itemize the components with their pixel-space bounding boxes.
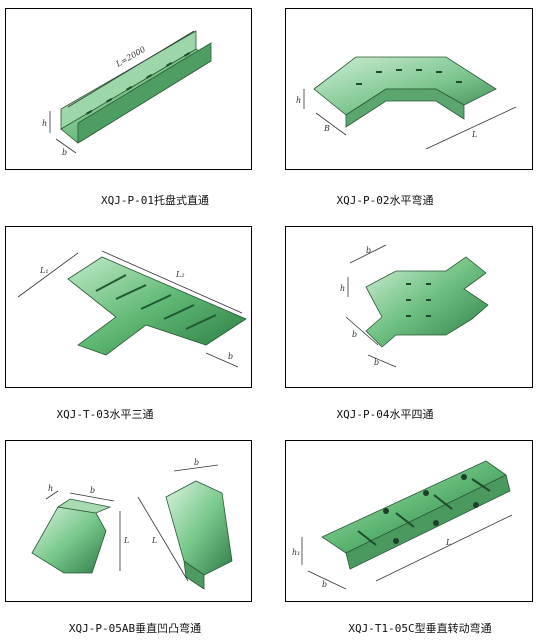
dim-d: b	[194, 458, 199, 467]
dim-width: B	[323, 124, 330, 133]
caption-horizontal-cross: XQJ-P-04水平四通	[336, 408, 434, 421]
dim-height: h₁	[292, 548, 300, 557]
caption-horizontal-elbow: XQJ-P-02水平弯通	[336, 194, 434, 207]
caption-straight: XQJ-P-01托盘式直通	[101, 194, 209, 207]
horizontal-cross-image: b h b b	[340, 244, 489, 368]
dim-length: L	[445, 538, 451, 547]
horizontal-tee-image: L₁ L₂ b	[17, 250, 247, 368]
caption-horizontal-tee: XQJ-T-03水平三通	[56, 408, 154, 421]
dim-a: b	[366, 246, 371, 255]
product-frame-straight: L=2000 h b	[5, 8, 252, 170]
caption-vertical-elbow: XQJ-P-05AB垂直凹凸弯通	[68, 622, 202, 635]
dim-d: b	[374, 358, 379, 367]
straight-tray-image: L=2000 h b	[42, 30, 212, 157]
dim-width: b	[62, 148, 67, 157]
dim-length: L	[471, 130, 477, 139]
dim-height: h	[42, 119, 47, 128]
product-frame-horizontal-cross: b h b b	[285, 226, 533, 388]
dim-length2: L₂	[175, 270, 185, 279]
dim-c: b	[352, 330, 357, 339]
dim-b: h	[340, 284, 345, 293]
horizontal-elbow-image: h B L	[296, 56, 517, 150]
product-frame-horizontal-tee: L₁ L₂ b	[5, 226, 252, 388]
dim-width: b	[228, 352, 233, 361]
dim-e: L	[151, 536, 157, 545]
product-frame-vertical-swivel: h₁ b L	[285, 440, 533, 602]
dim-width: b	[322, 580, 327, 589]
product-frame-horizontal-elbow: h B L	[285, 8, 533, 170]
dim-length1: L₁	[39, 266, 49, 275]
dim-c: L	[123, 536, 129, 545]
product-frame-vertical-elbow: h b L b L	[5, 440, 252, 602]
vertical-elbow-image: h b L b L	[31, 458, 233, 590]
vertical-swivel-image: h₁ b L	[292, 460, 513, 590]
caption-vertical-swivel: XQJ-T1-05C型垂直转动弯通	[348, 622, 492, 635]
dim-height: h	[296, 96, 301, 105]
dim-a: h	[48, 484, 53, 493]
dim-b: b	[90, 486, 95, 495]
